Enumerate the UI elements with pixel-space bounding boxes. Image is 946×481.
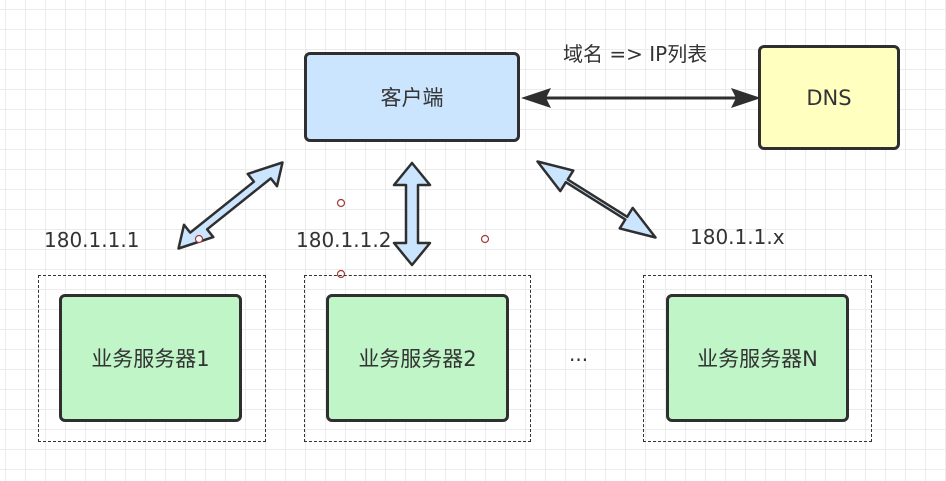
ellipsis: ... [569, 342, 589, 366]
server-node-2-label: 业务服务器2 [358, 347, 477, 371]
client-serverN-arrow [536, 160, 657, 239]
dns-node[interactable]: DNS [758, 45, 900, 150]
handle-dot [480, 234, 490, 244]
ip-label-x: 180.1.1.x [690, 225, 785, 249]
server-node-n[interactable]: 业务服务器N [666, 294, 849, 422]
server-group-1 [38, 275, 266, 442]
dns-lookup-label: 域名 => IP列表 [563, 42, 708, 66]
ip-label-1: 180.1.1.1 [44, 228, 140, 252]
server-node-n-label: 业务服务器N [697, 347, 818, 371]
client-server1-arrow [177, 161, 284, 250]
dns-node-label: DNS [806, 85, 852, 110]
server-group-2 [304, 275, 531, 442]
server-group-n [643, 275, 872, 442]
server-node-1[interactable]: 业务服务器1 [59, 294, 242, 422]
ip-label-2: 180.1.1.2 [296, 228, 392, 252]
handle-dot [336, 198, 346, 208]
client-node[interactable]: 客户端 [304, 52, 520, 142]
client-node-label: 客户端 [380, 86, 444, 110]
client-dns-arrow [521, 88, 761, 108]
server-node-2[interactable]: 业务服务器2 [326, 294, 509, 422]
server-node-1-label: 业务服务器1 [91, 347, 210, 371]
handle-dot [194, 234, 204, 244]
client-server2-arrow [392, 161, 432, 267]
